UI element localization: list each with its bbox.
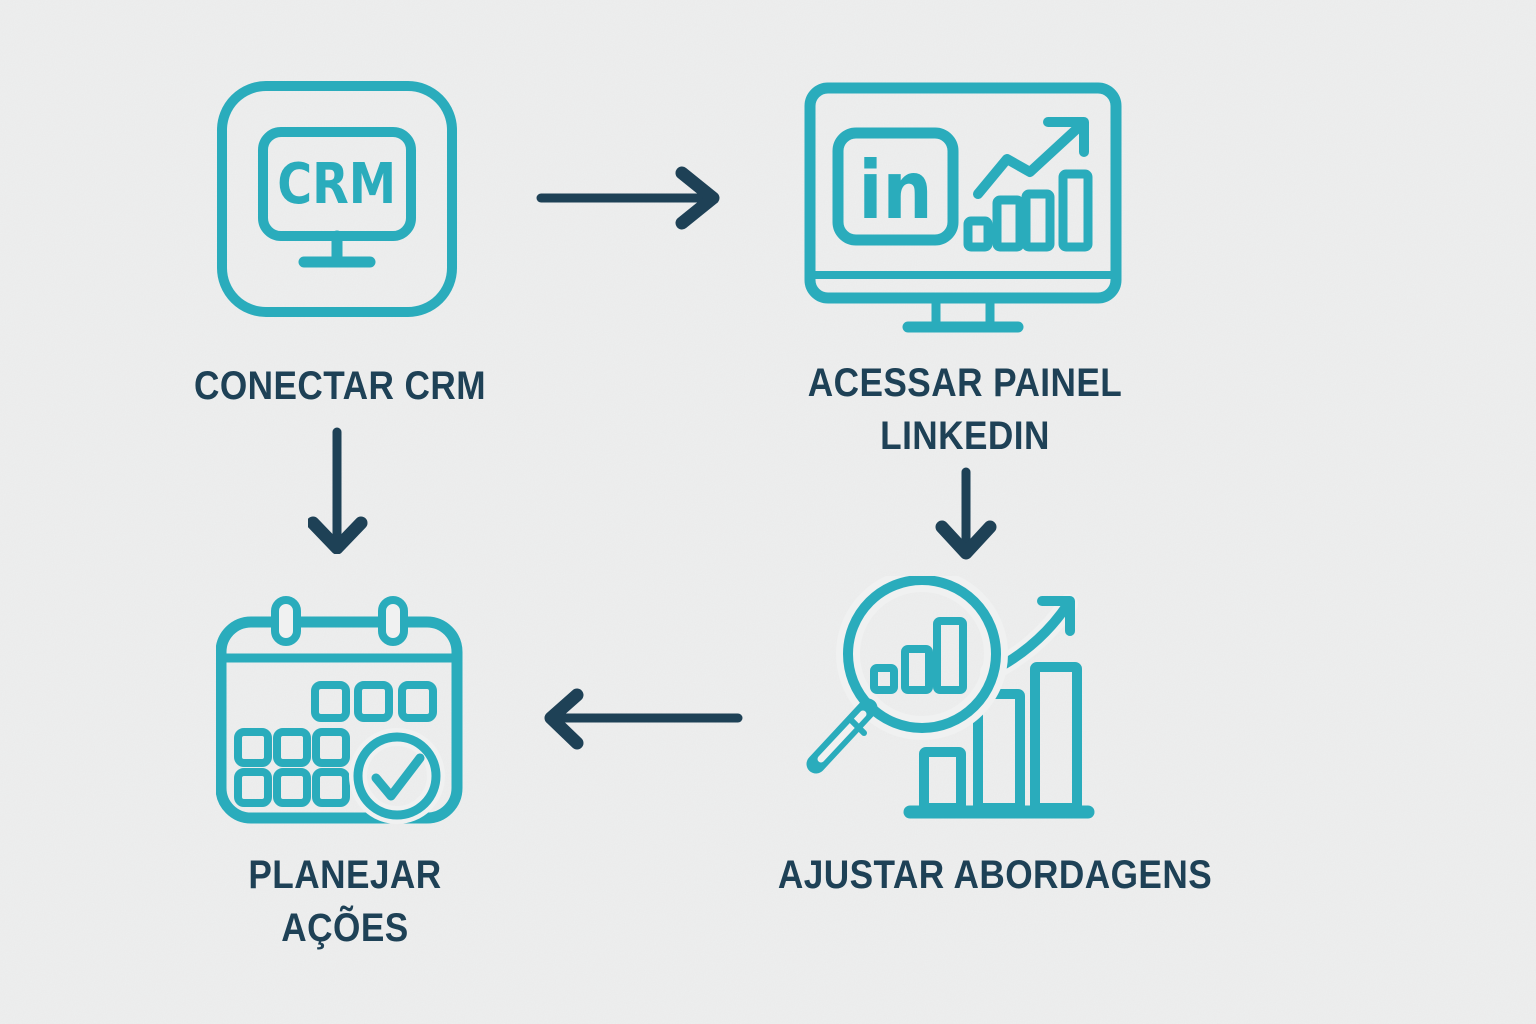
magnifying-glass [806, 576, 1008, 774]
calendar-days [234, 681, 437, 807]
arrow-right-icon [536, 166, 720, 230]
magnifier-growth-chart-icon [806, 576, 1095, 819]
label-line: LINKEDIN [880, 414, 1050, 458]
linkedin-logo-text: in [858, 144, 932, 237]
step-label-conectar-crm: CONECTAR CRM [193, 364, 487, 408]
linkedin-logo: in [832, 127, 959, 246]
arrow-down-right-icon [935, 467, 997, 560]
arrow-left-icon [544, 688, 743, 750]
label-line: PLANEJAR [248, 853, 442, 897]
bar-chart [903, 662, 1095, 819]
linkedin-dashboard-icon: in [804, 82, 1122, 333]
step-label-ajustar-abordagens: AJUSTAR ABORDAGENS [777, 853, 1213, 897]
step-label-acessar-painel-linkedin: ACESSAR PAINEL LINKEDIN [789, 357, 1141, 463]
calendar-rings [271, 596, 408, 646]
step-label-planejar-acoes: PLANEJAR AÇÕES [169, 849, 521, 955]
label-line: ACESSAR PAINEL [807, 361, 1123, 405]
crm-icon-text: CRM [277, 152, 396, 217]
crm-monitor-icon: CRM [217, 81, 457, 317]
trend-up-chart [963, 117, 1093, 252]
label-line: AÇÕES [281, 906, 409, 950]
check-circle [349, 728, 445, 824]
arrow-down-left-icon [308, 427, 368, 554]
calendar-check-icon [216, 596, 463, 824]
